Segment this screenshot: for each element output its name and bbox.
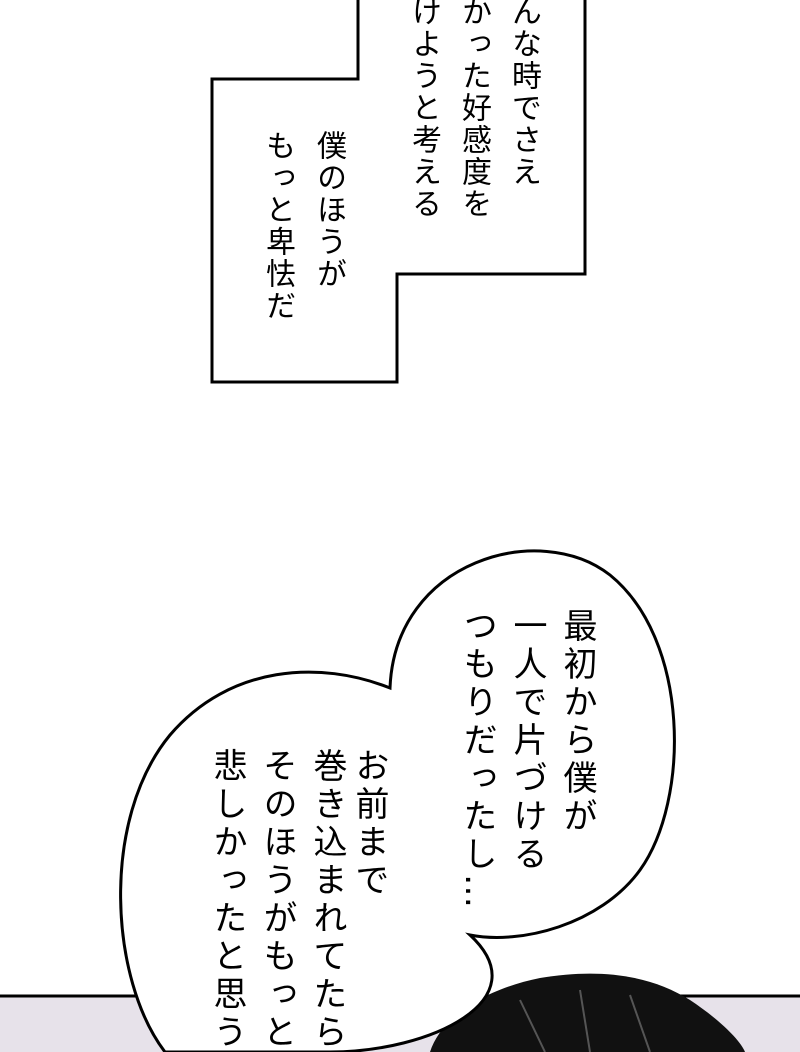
speech-bubble-outline [119, 549, 676, 1052]
bubble-line-6: そのほうがもっと [257, 748, 297, 1052]
caption-box-outline [210, 0, 587, 384]
character-hair [430, 973, 745, 1052]
bubble-line-2: 一人で片づける [507, 608, 547, 874]
caption-line-4: 僕のほうが [311, 130, 346, 290]
bubble-line-5: 巻き込まれてたら [307, 748, 347, 1052]
bubble-line-3: つもりだったし… [457, 608, 497, 912]
bubble-line-1: 最初から僕が [557, 608, 597, 836]
caption-line-2: かった好感度を [456, 0, 491, 220]
caption-line-5: もっと卑怯だ [260, 130, 295, 322]
bubble-line-4: お前まで [349, 748, 389, 900]
bubble-line-7: 悲しかったと思う [207, 748, 247, 1052]
caption-line-1: んな時でさえ [506, 0, 541, 188]
hair-strands [519, 989, 651, 1052]
caption-line-3: けようと考える [406, 0, 441, 220]
